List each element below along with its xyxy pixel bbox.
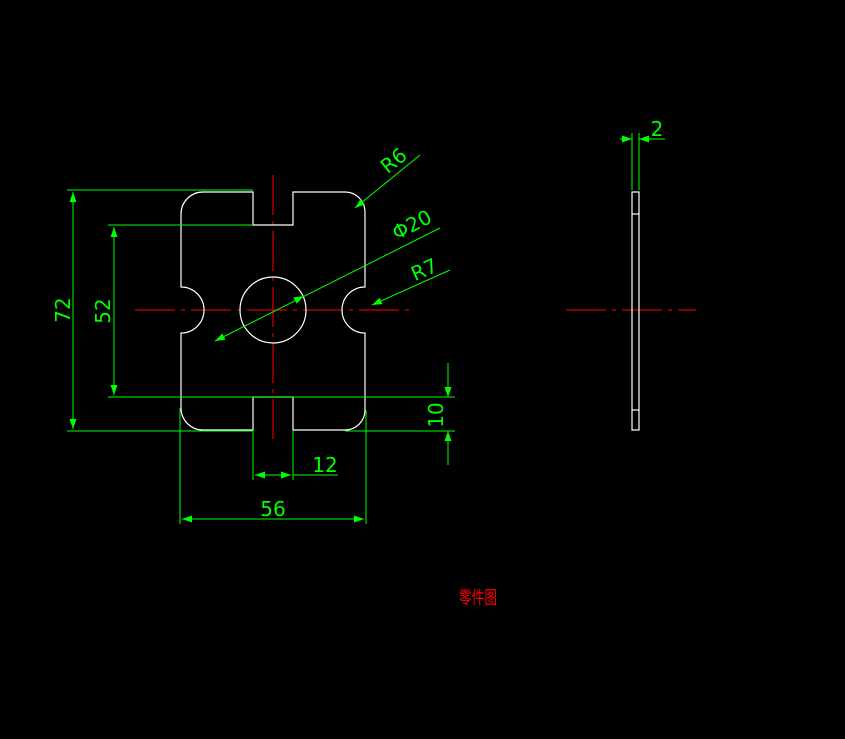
dim-label-10: 10 (424, 402, 448, 427)
centerlines (135, 175, 696, 445)
dim-label-r6: R6 (376, 143, 412, 178)
dim-label-r7: R7 (407, 253, 441, 286)
dim-label-12: 12 (312, 453, 337, 477)
dim-label-d20: Φ20 (388, 205, 436, 245)
leader-r7 (371, 269, 451, 306)
dim-label-56: 56 (260, 497, 285, 521)
dim-label-52: 52 (91, 298, 115, 323)
plate-outline (180, 191, 366, 431)
dim-label-72: 72 (51, 297, 75, 322)
side-plate (631, 191, 640, 431)
dim-label-2: 2 (651, 117, 664, 141)
dimension-lines (67, 133, 665, 524)
leader-d20-arrow2 (293, 295, 305, 304)
side-view (631, 191, 640, 431)
leader-d20 (214, 227, 441, 342)
leader-r6 (354, 154, 421, 209)
drawing-title: 零件图 (459, 588, 497, 609)
front-view (180, 191, 366, 431)
center-hole (239, 276, 307, 344)
